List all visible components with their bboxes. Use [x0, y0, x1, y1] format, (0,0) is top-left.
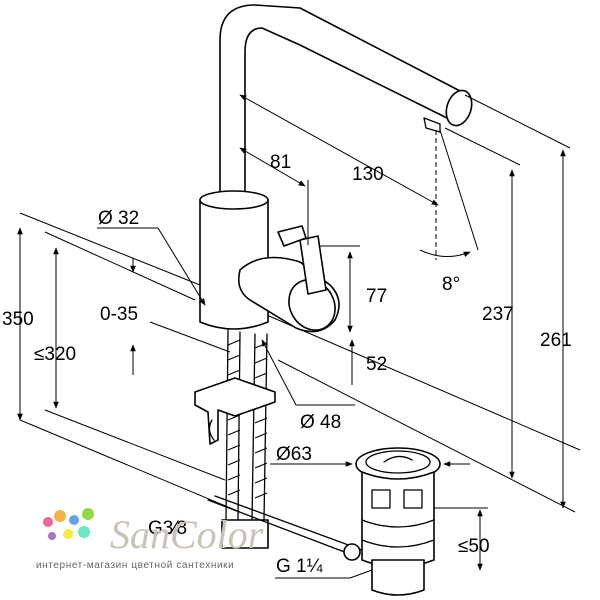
label-d130: 130: [352, 164, 384, 185]
label-g114: G 1¼: [276, 556, 324, 577]
label-d32: Ø 32: [98, 208, 139, 229]
label-d237: 237: [482, 304, 514, 325]
logo-dot: [63, 529, 73, 539]
drain-valve: [343, 447, 441, 596]
label-angle: 8°: [442, 274, 460, 295]
label-d63: Ø63: [276, 444, 312, 465]
logo-dot: [54, 510, 66, 522]
logo-dot: [43, 517, 53, 527]
faucet-body: [194, 4, 473, 557]
label-d261: 261: [540, 330, 572, 351]
logo-dot: [78, 526, 90, 538]
label-d0-35: 0-35: [100, 304, 138, 325]
logo-dot: [82, 508, 94, 520]
label-d50: ≤50: [458, 536, 490, 557]
watermark-brand: SanColor: [110, 512, 264, 557]
label-d52: 52: [366, 354, 387, 375]
watermark-tagline: интернет-магазин цветной сантехники: [36, 560, 234, 571]
label-d350: 350: [2, 309, 34, 330]
color-dots-logo: [43, 508, 94, 540]
label-d320: ≤320: [34, 344, 76, 365]
sancolor-watermark: SanColor интернет-магазин цветной сантех…: [36, 508, 264, 571]
logo-dot: [48, 532, 56, 540]
label-d77: 77: [366, 286, 387, 307]
dimension-lines: [17, 94, 571, 579]
label-d48: Ø 48: [300, 412, 341, 433]
label-g38: G3⁄8: [148, 518, 187, 539]
label-d81: 81: [270, 152, 291, 173]
counter-outline: [19, 212, 581, 513]
logo-dot: [69, 515, 79, 525]
dimension-labels: Ø 32 81 130 8° 350 0-35 ≤320 77 237 261 …: [2, 152, 572, 577]
